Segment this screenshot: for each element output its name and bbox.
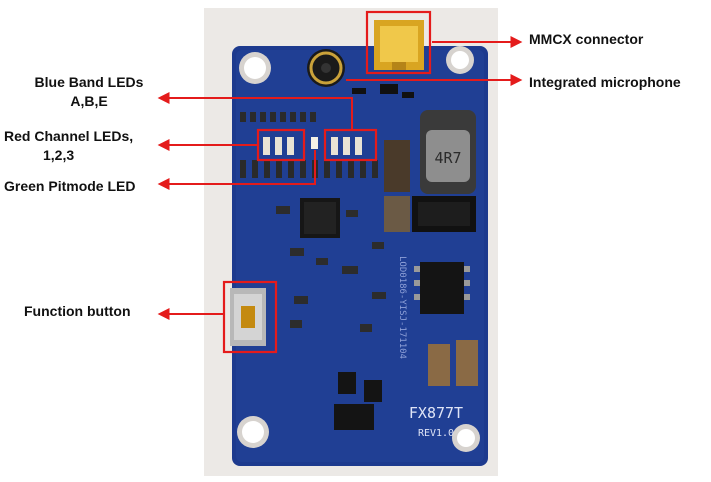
- regulator-ic: [414, 262, 470, 314]
- lower-transistor: [334, 372, 382, 430]
- smd-passives: [276, 206, 386, 332]
- label-red-channel-leds: Red Channel LEDs, 1,2,3: [4, 127, 133, 165]
- board-revision-marking: REV1.0: [418, 428, 454, 439]
- leader-lines: [157, 36, 523, 320]
- highlight-boxes: [222, 10, 432, 354]
- red-channel-leds: [263, 137, 294, 155]
- tantalum-capacitors: [428, 340, 478, 386]
- label-red-channel-line1: Red Channel LEDs,: [4, 128, 134, 144]
- label-integrated-microphone: Integrated microphone: [529, 74, 681, 90]
- blue-band-leds: [331, 137, 362, 155]
- mounting-hole: [239, 52, 271, 84]
- highlight-function-button: [222, 280, 278, 354]
- board-model-marking: FX877T: [409, 404, 463, 422]
- main-ic: [300, 198, 340, 238]
- mounting-hole: [237, 416, 269, 448]
- tall-capacitor: [384, 140, 410, 232]
- pcb-board: [232, 46, 488, 466]
- label-blue-band-line2: A,B,E: [70, 93, 108, 109]
- label-red-channel-line2: 1,2,3: [43, 147, 75, 163]
- mmcx-connector: [374, 20, 424, 70]
- label-blue-band-line1: Blue Band LEDs: [34, 74, 144, 90]
- inductor-marking: 4R7: [434, 149, 461, 167]
- silkscreen-text: LOD0186-YISJ-171104: [397, 256, 407, 359]
- wire-pads: [352, 84, 414, 98]
- leader-green-pitmode: [157, 150, 316, 190]
- microphone: [307, 49, 345, 87]
- highlight-blue-leds: [323, 128, 378, 162]
- label-mmcx-connector: MMCX connector: [529, 31, 644, 47]
- label-blue-band-leds: Blue Band LEDs A,B,E: [14, 73, 164, 111]
- green-pitmode-led: [311, 137, 318, 149]
- leader-blue-band: [157, 92, 353, 130]
- label-green-pitmode-led: Green Pitmode LED: [4, 178, 136, 194]
- mounting-hole: [446, 46, 474, 74]
- label-function-button: Function button: [24, 303, 131, 319]
- mounting-hole: [452, 424, 480, 452]
- power-mosfet: [412, 196, 476, 232]
- function-button: [230, 288, 266, 346]
- inductor-4r7: 4R7: [420, 110, 476, 194]
- highlight-mmcx: [365, 10, 432, 75]
